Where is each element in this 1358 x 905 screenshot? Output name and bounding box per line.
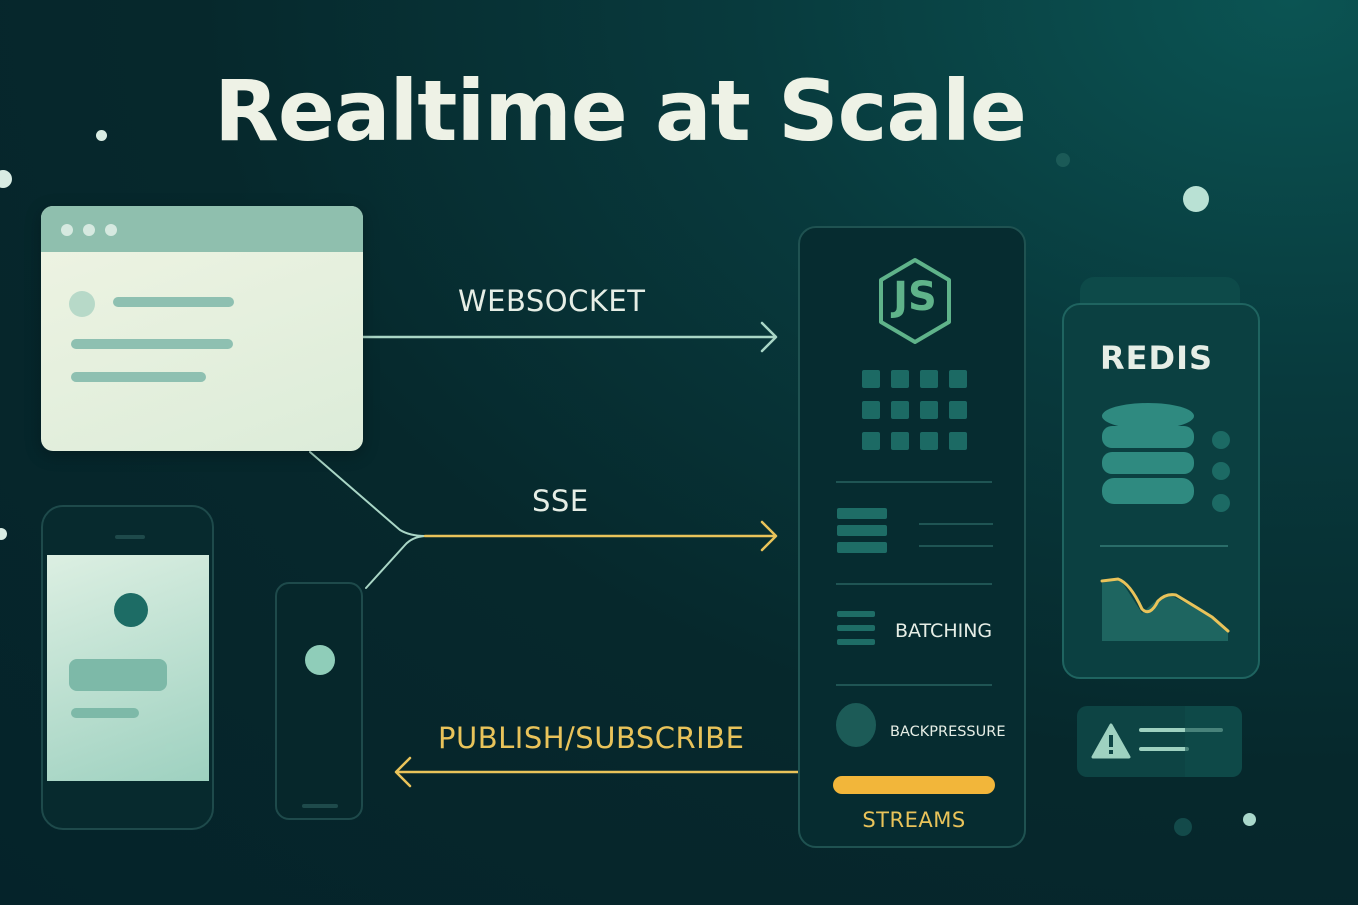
nodejs-logo-text: JS — [893, 274, 937, 320]
device-led — [305, 645, 335, 675]
worker-square — [891, 432, 909, 450]
divider — [836, 481, 992, 483]
backpressure-indicator — [836, 703, 876, 747]
browser-window — [41, 206, 363, 451]
divider — [836, 684, 992, 686]
phone-dot — [165, 743, 173, 751]
worker-square — [920, 432, 938, 450]
window-dot — [105, 224, 117, 236]
divider — [836, 583, 992, 585]
pubsub-label: PUBLISH/SUBSCRIBE — [438, 721, 745, 755]
node-server-panel: JS BATCHING BACKPRESSURE STREAMS — [798, 226, 1026, 848]
device-slot — [302, 804, 338, 808]
throughput-sparkline-icon — [1100, 577, 1230, 641]
alert-side-panel — [1185, 706, 1242, 777]
worker-square — [862, 401, 880, 419]
worker-square — [949, 401, 967, 419]
queue-bar — [837, 525, 887, 536]
page-title: Realtime at Scale — [214, 62, 1027, 160]
sse-branch-remote — [365, 535, 426, 589]
streams-bar — [833, 776, 995, 794]
window-dot — [83, 224, 95, 236]
websocket-arrowhead — [760, 321, 778, 353]
decor-dot — [1243, 813, 1256, 826]
window-dot — [61, 224, 73, 236]
decor-dot — [1056, 153, 1070, 167]
queue-line — [919, 523, 993, 525]
nodejs-hex-icon — [879, 258, 951, 344]
queue-bar — [837, 508, 887, 519]
phone-card — [69, 659, 167, 691]
decor-dot — [1183, 186, 1209, 212]
redis-panel: REDIS — [1062, 303, 1260, 679]
status-dot — [1212, 494, 1230, 512]
pubsub-arrowhead — [394, 756, 412, 788]
redis-title: REDIS — [1100, 339, 1214, 377]
iot-device — [275, 582, 363, 820]
mobile-phone — [41, 505, 214, 830]
decor-dot — [96, 130, 107, 141]
queue-line — [919, 545, 993, 547]
decor-dot — [1174, 818, 1192, 836]
decor-dot — [0, 170, 12, 188]
phone-speaker — [115, 535, 145, 539]
worker-square — [862, 432, 880, 450]
alert-line — [1139, 728, 1223, 732]
worker-square — [949, 370, 967, 388]
streams-label: STREAMS — [862, 808, 966, 832]
alert-card — [1077, 706, 1242, 777]
database-icon — [1102, 403, 1194, 504]
worker-square — [920, 370, 938, 388]
worker-square — [891, 370, 909, 388]
alert-line — [1139, 747, 1189, 751]
websocket-label: WEBSOCKET — [458, 284, 646, 318]
warning-icon — [1091, 723, 1131, 759]
worker-square — [862, 370, 880, 388]
batching-bar — [837, 625, 875, 631]
sse-branch-browser — [309, 451, 426, 537]
content-line — [71, 339, 233, 349]
sse-arrowhead — [760, 520, 778, 552]
browser-titlebar — [41, 206, 363, 252]
divider — [1100, 545, 1228, 547]
status-dot — [1212, 462, 1230, 480]
status-dot — [1212, 431, 1230, 449]
worker-square — [949, 432, 967, 450]
worker-square — [920, 401, 938, 419]
batching-bar — [837, 639, 875, 645]
worker-square — [891, 401, 909, 419]
sse-label: SSE — [532, 484, 589, 518]
queue-bar — [837, 542, 887, 553]
backpressure-label: BACKPRESSURE — [890, 724, 1006, 740]
phone-avatar — [114, 593, 148, 627]
avatar — [69, 291, 95, 317]
phone-screen — [47, 555, 209, 781]
content-line — [113, 297, 234, 307]
content-line — [71, 372, 206, 382]
batching-bar — [837, 611, 875, 617]
batching-label: BATCHING — [895, 620, 993, 642]
phone-line — [71, 708, 139, 718]
decor-dot — [0, 528, 7, 540]
